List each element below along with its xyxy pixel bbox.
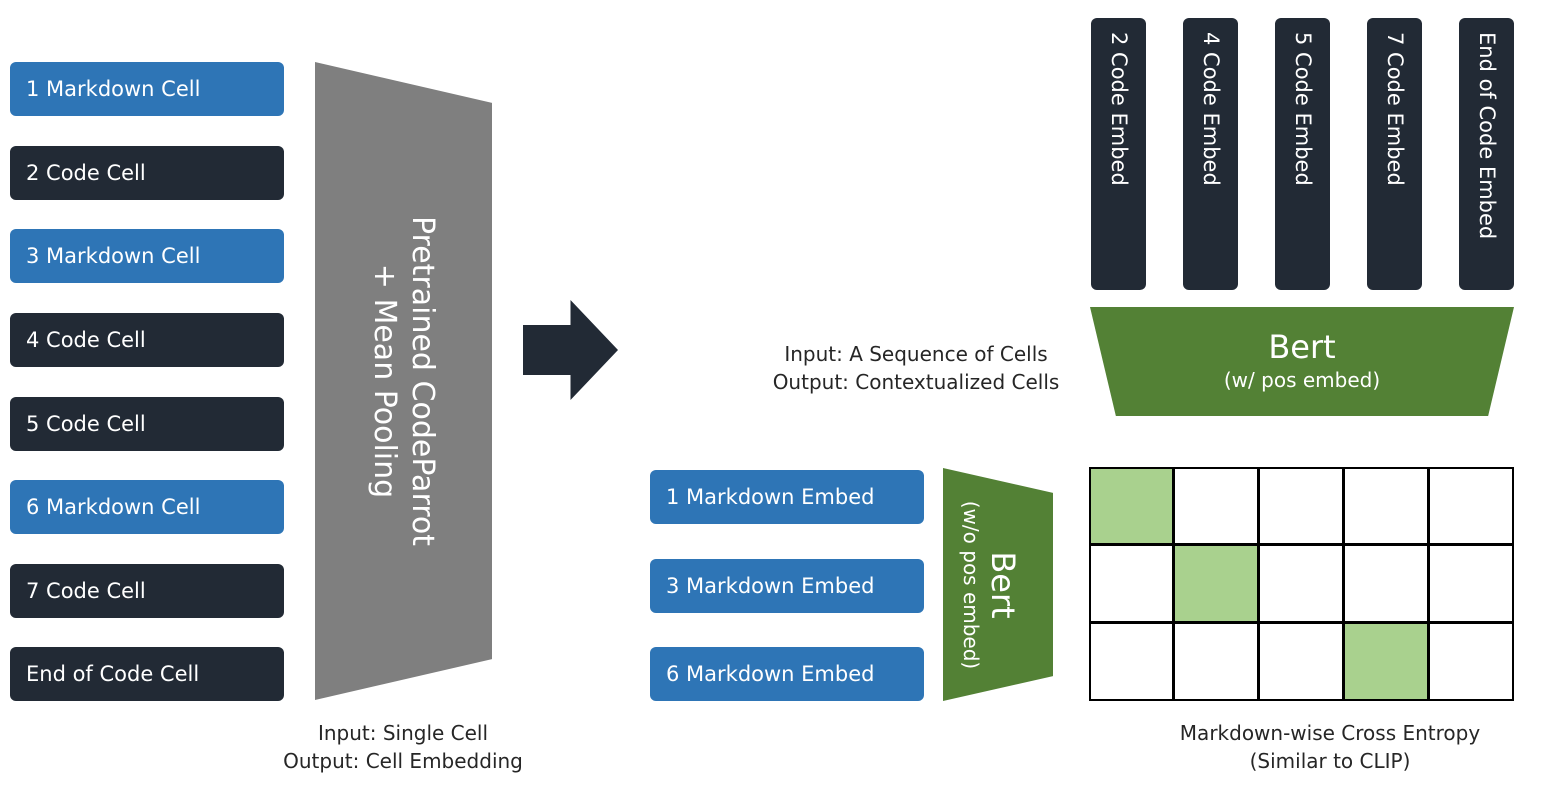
input-cell-label: End of Code Cell (26, 662, 200, 686)
code-embed-label: 2 Code Embed (1106, 32, 1131, 186)
matrix-cell-r3-c3 (1258, 622, 1344, 701)
input-cell-7: 7 Code Cell (10, 564, 284, 618)
encoder-label-line2: + Mean Pooling (367, 263, 402, 499)
input-cell-label: 7 Code Cell (26, 579, 146, 603)
input-cell-3: 3 Markdown Cell (10, 229, 284, 283)
matrix-cell-r2-c4 (1343, 544, 1429, 623)
matrix-cell-r3-c1 (1089, 622, 1174, 701)
markdown-embed-label: 6 Markdown Embed (666, 662, 875, 686)
matrix-cell-r3-c2 (1173, 622, 1259, 701)
loss-caption-line1: Markdown-wise Cross Entropy (1179, 721, 1481, 745)
loss-caption-line2: (Similar to CLIP) (1249, 749, 1411, 773)
matrix-cell-r1-c1 (1089, 467, 1174, 545)
encoder-caption-line1: Input: Single Cell (317, 721, 489, 745)
bert-pos-subtitle: (w/ pos embed) (1223, 368, 1381, 392)
bert-caption-line2: Output: Contextualized Cells (772, 370, 1060, 394)
code-embed-5: 5 Code Embed (1275, 18, 1330, 290)
code-embed-end: End of Code Embed (1459, 18, 1514, 290)
input-cell-label: 3 Markdown Cell (26, 244, 201, 268)
flow-arrow-icon (523, 300, 618, 400)
matrix-cell-r2-c3 (1258, 544, 1344, 623)
input-cell-5: 5 Code Cell (10, 397, 284, 451)
markdown-embed-6: 6 Markdown Embed (650, 647, 924, 701)
code-embed-label: 5 Code Embed (1290, 32, 1315, 186)
bert-caption-line1: Input: A Sequence of Cells (784, 342, 1048, 366)
code-embed-4: 4 Code Embed (1183, 18, 1238, 290)
matrix-cell-r2-c1 (1089, 544, 1174, 623)
matrix-cell-r3-c4 (1343, 622, 1429, 701)
input-cell-label: 6 Markdown Cell (26, 495, 201, 519)
matrix-cell-r1-c4 (1343, 467, 1429, 545)
bert-nopos-label: Bert (w/o pos embed) (958, 501, 1022, 670)
markdown-embed-label: 1 Markdown Embed (666, 485, 875, 509)
bert-caption: Input: A Sequence of Cells Output: Conte… (773, 340, 1060, 396)
matrix-cell-r1-c2 (1173, 467, 1259, 545)
encoder-label-line1: Pretrained CodeParrot (405, 215, 440, 547)
input-cell-label: 2 Code Cell (26, 161, 146, 185)
input-cell-2: 2 Code Cell (10, 146, 284, 200)
matrix-cell-r2-c5 (1428, 544, 1514, 623)
bert-nopos-block (943, 468, 1053, 701)
markdown-embed-label: 3 Markdown Embed (666, 574, 875, 598)
similarity-matrix (1089, 467, 1514, 701)
codeparrot-encoder-block (315, 62, 492, 700)
input-cell-label: 4 Code Cell (26, 328, 146, 352)
markdown-embed-3: 3 Markdown Embed (650, 559, 924, 613)
matrix-cell-r3-c5 (1428, 622, 1514, 701)
code-embed-2: 2 Code Embed (1091, 18, 1146, 290)
input-cell-label: 1 Markdown Cell (26, 77, 201, 101)
input-cell-4: 4 Code Cell (10, 313, 284, 367)
input-cell-label: 5 Code Cell (26, 412, 146, 436)
code-embed-label: 7 Code Embed (1382, 32, 1407, 186)
input-cell-end: End of Code Cell (10, 647, 284, 701)
bert-nopos-subtitle: (w/o pos embed) (959, 500, 983, 670)
bert-nopos-title: Bert (984, 551, 1022, 619)
input-cell-6: 6 Markdown Cell (10, 480, 284, 534)
encoder-caption: Input: Single Cell Output: Cell Embeddin… (283, 719, 523, 775)
code-embed-label: End of Code Embed (1474, 32, 1499, 240)
matrix-cell-r2-c2 (1173, 544, 1259, 623)
markdown-embed-1: 1 Markdown Embed (650, 470, 924, 524)
code-embed-label: 4 Code Embed (1198, 32, 1223, 186)
bert-pos-block (1090, 307, 1514, 416)
matrix-cell-r1-c5 (1428, 467, 1514, 545)
code-embed-7: 7 Code Embed (1367, 18, 1422, 290)
input-cell-1: 1 Markdown Cell (10, 62, 284, 116)
loss-caption: Markdown-wise Cross Entropy (Similar to … (1180, 719, 1480, 775)
encoder-label: Pretrained CodeParrot + Mean Pooling (365, 216, 441, 546)
matrix-cell-r1-c3 (1258, 467, 1344, 545)
bert-pos-title: Bert (1268, 328, 1336, 366)
encoder-caption-line2: Output: Cell Embedding (283, 749, 523, 773)
